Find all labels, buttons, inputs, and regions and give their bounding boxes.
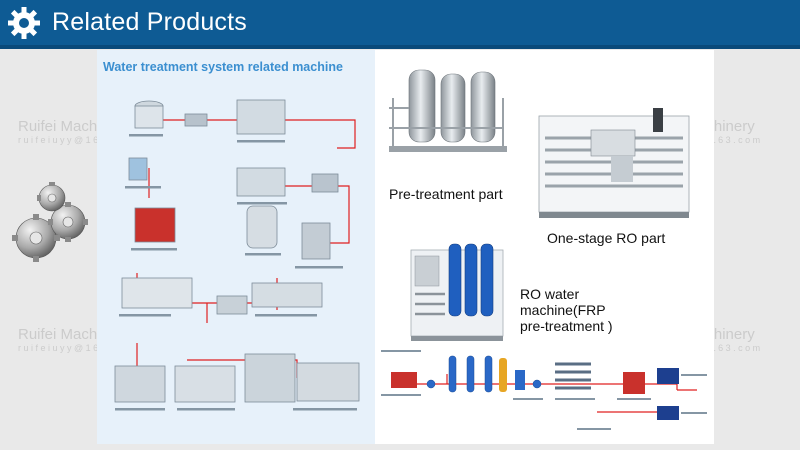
water-treatment-schematic [381,350,707,430]
ro-water-machine-photo [410,243,504,341]
pre-treatment-photo [389,69,507,152]
photo-caption-pre-treatment: Pre-treatment part [389,186,503,202]
gears-illustration [12,182,88,262]
photo-caption-one-stage-ro: One-stage RO part [547,230,666,246]
page-title: Related Products [52,8,247,36]
process-flow-diagram [114,99,360,411]
watermark-email: ruifeiuyy@163.com [18,135,138,145]
content-card: Water treatment system related machine [97,50,714,444]
gear-icon [0,0,48,45]
process-diagram-panel: Water treatment system related machine [97,50,375,444]
photo-caption-ro-water-machine: RO water machine(FRP pre-treatment ) [520,286,613,334]
watermark-email: ruifeiuyy@163.com [18,343,138,353]
panel-title: Water treatment system related machine [103,60,343,74]
header-bar: Related Products [0,0,800,49]
one-stage-ro-photo [538,108,690,218]
